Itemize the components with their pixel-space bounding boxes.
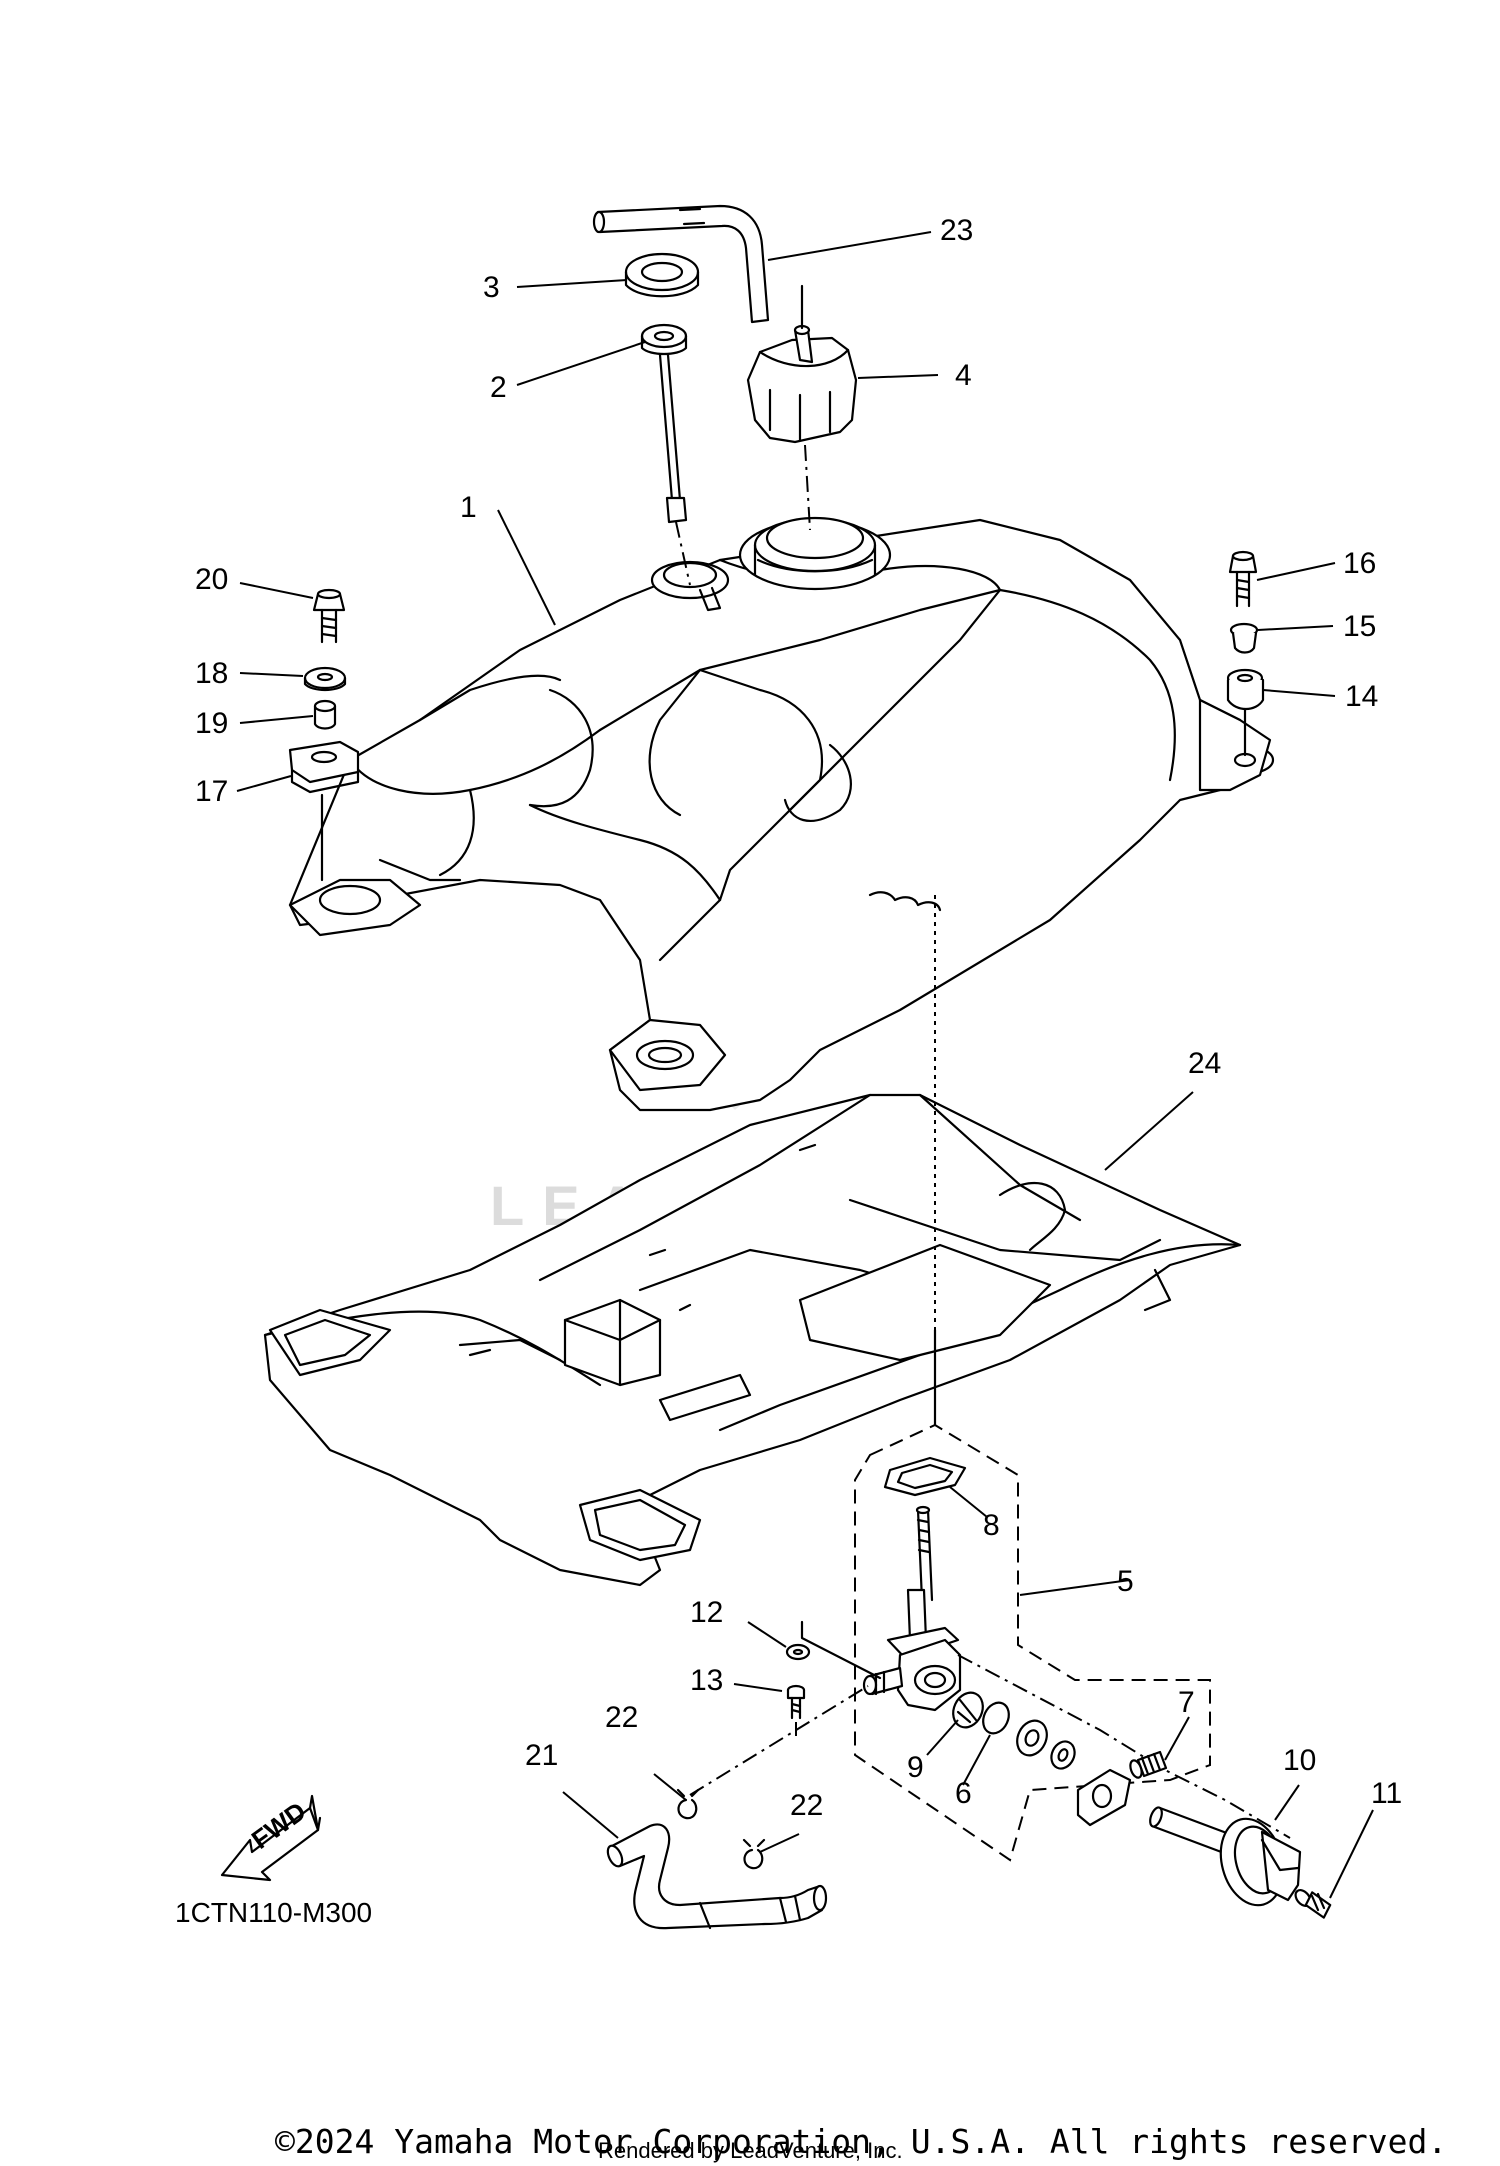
part-label-15: 15 [1343,610,1376,643]
bolt-icon [312,588,346,644]
clip-icon [742,1838,766,1870]
part-label-14: 14 [1345,680,1378,713]
screw-icon [1294,1889,1332,1919]
part-label-12: 12 [690,1596,723,1629]
diagram-code: 1CTN110-M300 [175,1897,372,1928]
leader-lines [236,231,1374,1899]
part-label-4: 4 [955,359,972,392]
fuel-tank-icon [288,518,1275,1112]
fuel-hose-icon [606,1823,828,1930]
part-label-23: 23 [940,214,973,247]
part-label-13: 13 [690,1664,723,1697]
gasket-icon [883,1456,967,1497]
bolt-icon [786,1684,806,1736]
part-label-8: 8 [983,1509,1000,1542]
breather-hose-icon [592,204,770,324]
fwd-arrow-icon: FWD [220,1794,322,1882]
washer-icon [785,1643,811,1661]
part-label-11: 11 [1371,1777,1402,1810]
rendered-by-text: Rendered by LeadVenture, Inc. [598,2138,903,2163]
o-ring-icon [982,1701,1010,1735]
damper-icon [1226,668,1265,757]
damper-icon [288,740,360,882]
part-label-17: 17 [195,775,228,808]
part-label-22b: 22 [790,1789,823,1822]
washer-leader [800,1620,882,1680]
lever-plate-icon [1076,1768,1132,1827]
collar-icon [313,699,337,730]
filter-icon [952,1691,984,1729]
grommet-icon [624,252,700,298]
part-label-10: 10 [1283,1744,1316,1777]
part-label-16: 16 [1343,547,1376,580]
part-label-24: 24 [1188,1047,1221,1080]
part-label-2: 2 [490,371,507,404]
copyright-text: ©2024 Yamaha Motor Corporation, U.S.A. A… [275,2122,1447,2161]
part-label-6: 6 [955,1777,972,1810]
screw-icon [1129,1750,1168,1779]
lever-icon [1149,1806,1302,1907]
part-label-18: 18 [195,657,228,690]
part-label-20: 20 [195,563,228,596]
part-label-7: 7 [1178,1686,1195,1719]
fuel-cap-icon [746,284,858,531]
tank-cover-icon [263,1093,1242,1587]
filler-neck-icon [738,516,892,591]
valve-seal-icon [1016,1719,1076,1770]
fuel-cock-assembly-icon [862,1505,962,1712]
part-labels: 1 2 3 4 5 6 7 8 9 10 11 12 13 14 15 16 1… [195,214,1402,1822]
part-label-19: 19 [195,707,228,740]
part-label-3: 3 [483,271,500,304]
clip-icon [676,1685,869,1820]
tank-mount-hole [318,884,382,916]
fuel-cock-assembly-outline [854,1423,1211,1862]
bolt-icon [1228,550,1258,608]
collar-icon [1229,622,1259,654]
part-label-9: 9 [907,1751,924,1784]
fuel-gauge-sender-icon [640,323,691,586]
part-label-22a: 22 [605,1701,638,1734]
axis-line [957,1654,1291,1839]
part-label-1: 1 [460,491,477,524]
part-label-5: 5 [1117,1565,1134,1598]
sender-mount-boss [650,560,730,612]
washer-icon [303,666,347,692]
part-label-21: 21 [525,1739,558,1772]
